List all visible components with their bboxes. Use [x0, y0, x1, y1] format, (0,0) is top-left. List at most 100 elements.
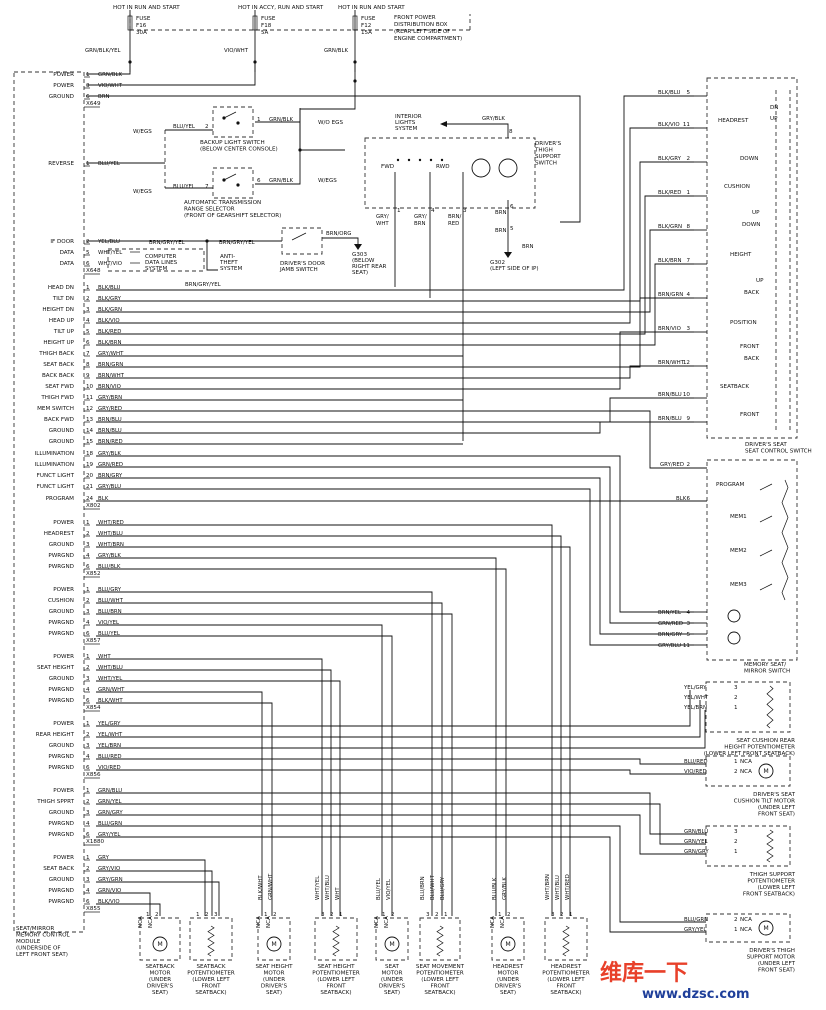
seat-switch-wire-label: BLK/VIO: [658, 122, 680, 128]
ground-symbol: [354, 244, 362, 250]
module-pin-label: POWER: [53, 654, 74, 660]
module-to-bottom-wire: [96, 624, 383, 916]
module-pin-label: POWER: [53, 788, 74, 794]
fuse-label: FUSE: [136, 16, 151, 22]
module-pin-label: FUNCT LIGHT: [37, 473, 75, 479]
atrs-wire1-label: BLU/YEL: [173, 184, 195, 190]
bottom-component-nca: NCA: [490, 916, 496, 928]
module-pin-label: GROUND: [49, 810, 74, 816]
bottom-component-wire-label: BLU/BLK: [492, 877, 498, 900]
bottom-component-wire-label: WHT/BLU: [555, 875, 561, 900]
atrs-label: AUTOMATIC TRANSMISSION: [184, 200, 261, 206]
fuse-amp: 30A: [136, 30, 147, 36]
bottom-component-title: SEAT HEIGHT: [317, 964, 355, 970]
seat-switch-wire-label: BLK/BLU: [658, 90, 680, 96]
connector-id: X802: [86, 503, 101, 509]
seat-switch-pin: 9: [686, 416, 690, 422]
module-pin-number: 24: [86, 496, 94, 502]
memory-funct2-wire: [96, 488, 694, 646]
memory-key-contact: [759, 515, 773, 523]
bottom-component-title: DRIVER'S: [147, 984, 174, 990]
door-jamb-label: DRIVER'S DOOR: [280, 261, 325, 267]
memory-funct1-wire: [96, 477, 694, 635]
splice-dot: [298, 148, 302, 152]
module-label: LEFT FRONT SEAT): [16, 952, 68, 958]
module-pin-label: CUSHION: [48, 598, 74, 604]
module-pin-label: ILLUMINATION: [35, 451, 74, 457]
memory-pin: 4: [686, 610, 690, 616]
connector-id: X852: [86, 571, 101, 577]
fuse-number: F12: [361, 23, 371, 29]
cdls-outline: [107, 248, 205, 272]
module-pin-wire-label: GRY/BLU: [98, 484, 121, 490]
module-pin-label: GROUND: [49, 877, 74, 883]
module-pin-wire-label: GRN/BLU: [98, 788, 122, 794]
module-pin-label: POWER: [53, 721, 74, 727]
bottom-component-title: SEATBACK): [424, 990, 455, 996]
bottom-component-pin: 2: [273, 912, 277, 918]
atrs-label: RANGE SELECTOR: [184, 207, 235, 213]
bottom-component-title: MOTOR: [498, 971, 519, 977]
module-pin-wire-label: VIO/WHT: [98, 83, 123, 89]
module-pin-wire-label: BRN/GRN: [98, 362, 123, 368]
seat-switch-func-label: UP: [756, 278, 764, 284]
fuse-box-label: FRONT POWER: [394, 15, 436, 21]
interior-lights-wire-label: GRY/BLK: [482, 116, 505, 122]
module-pin-number: 1: [86, 72, 90, 78]
bottom-component-title: FRONT: [201, 984, 221, 990]
interior-lights-wire: [445, 123, 509, 138]
module-pin-wire-label: BLU/YEL: [98, 631, 120, 637]
bottom-component-title: HEADREST: [493, 964, 524, 970]
module-pin-wire-label: GRN/BLK: [98, 72, 122, 78]
thigh-lamp-2: [498, 158, 518, 178]
x802-seat-wire: [96, 195, 694, 335]
bottom-component-box: [189, 917, 233, 961]
thigh-wire2-label-b: BRN: [414, 221, 425, 227]
fuse-element-0: [127, 15, 133, 31]
right-component-nca: NCA: [740, 759, 752, 765]
right-component-motor: [758, 763, 774, 779]
module-pin-wire-label: BRN/WHT: [98, 373, 125, 379]
backup-switch-label: (BELOW CENTER CONSOLE): [200, 147, 278, 153]
module-pin-wire-label: BLK/BRN: [98, 340, 122, 346]
module-to-bottom-wire: [96, 524, 553, 916]
module-pin-number: 4: [86, 687, 90, 693]
module-pin-label: PWRGND: [48, 754, 74, 760]
right-component-title: FRONT SEAT): [758, 812, 795, 818]
module-pin-label: PWRGND: [48, 832, 74, 838]
module-pin-label: GROUND: [49, 542, 74, 548]
module-pin-wire-label: BLK/RED: [98, 329, 121, 335]
x856-pot-wire: [96, 710, 706, 749]
bottom-component-box: [139, 917, 181, 961]
right-component-title: POTENTIOMETER: [747, 879, 795, 885]
module-pin-number: 6: [86, 261, 90, 267]
module-pin-wire-label: BLU/GRN: [98, 821, 122, 827]
module-pin-wire-label: BLU/BRN: [98, 609, 122, 615]
memory-illum2-wire: [96, 466, 694, 624]
module-pin-wire-label: BLK/BLU: [98, 285, 120, 291]
x1880-pot-wire: [96, 803, 706, 845]
module-pin-number: 18: [86, 451, 94, 457]
fuse-number: F16: [136, 23, 147, 29]
seat-switch-func-label: UP: [752, 210, 760, 216]
fuse-top-label: HOT IN RUN AND START: [338, 5, 405, 11]
right-component-wire-label: VIO/RED: [684, 769, 707, 775]
module-pin-number: 3: [86, 877, 90, 883]
fuse-box-label: DISTRIBUTION BOX: [394, 22, 448, 28]
memory-wire-label: GRY/RED: [660, 462, 684, 468]
arrow-head: [440, 121, 447, 127]
memory-key-contact: [759, 483, 773, 491]
module-pin-label: GROUND: [49, 439, 74, 445]
bottom-component-motor-symbol: M: [271, 941, 276, 948]
module-to-bottom-wire: [96, 680, 341, 916]
module-pin-number: 1: [86, 654, 90, 660]
door-jamb-body: [281, 227, 323, 255]
bottom-component-title: SEATBACK): [320, 990, 351, 996]
bottom-component-box: [375, 917, 409, 961]
switch-dot: [407, 158, 411, 162]
right-component-title: (LOWER LEFT: [758, 885, 796, 891]
seat-switch-func-label: CUSHION: [724, 184, 750, 190]
module-pin-wire-label: GRY/BLK: [98, 553, 121, 559]
module-pin-number: 4: [86, 821, 90, 827]
bottom-component-wire-label: VIO/YEL: [386, 879, 392, 900]
